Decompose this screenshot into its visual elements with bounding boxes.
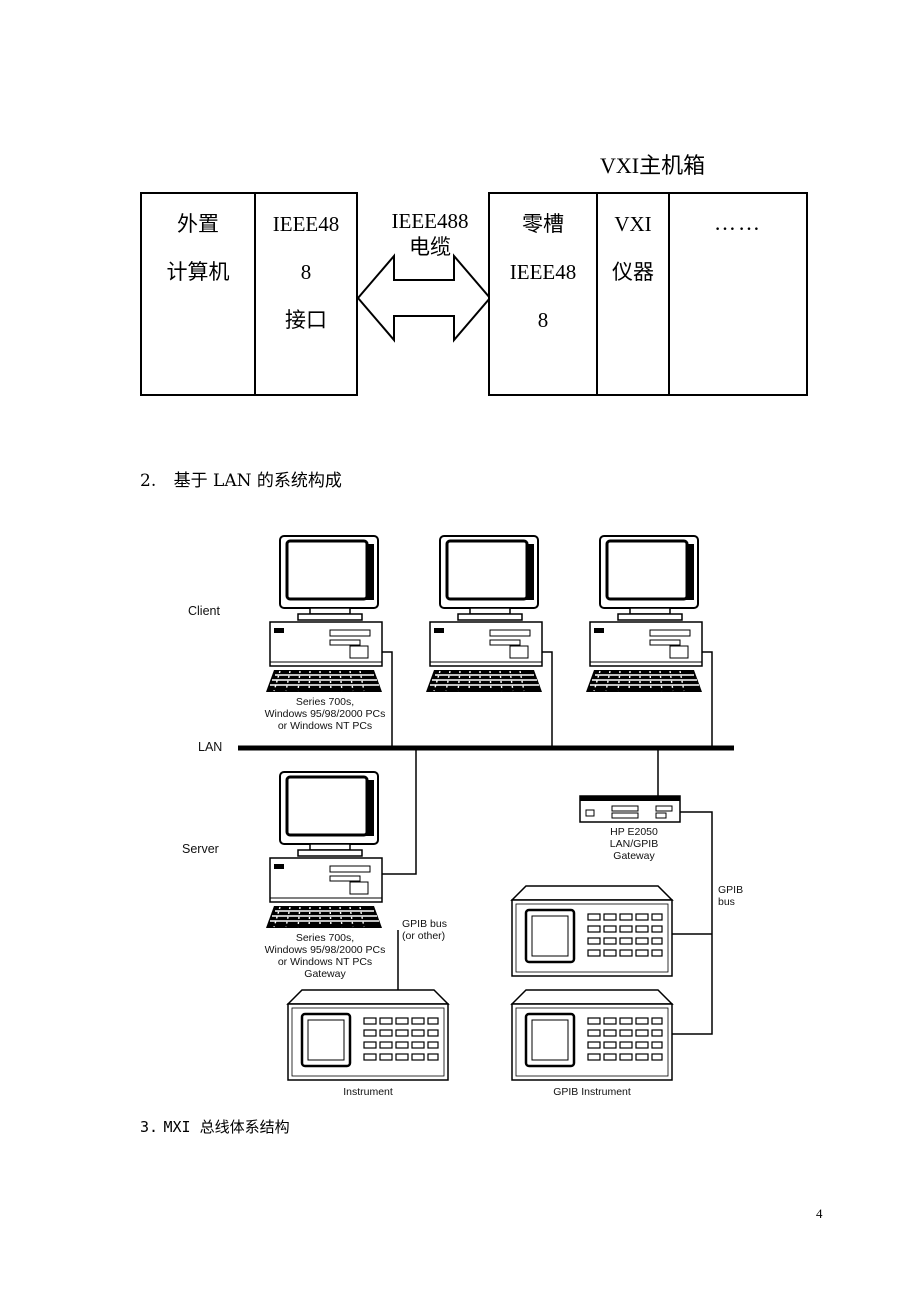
- client-pc-1: [264, 534, 384, 694]
- cable-label: IEEE488 电缆: [380, 208, 480, 260]
- cable-label-line1: IEEE488: [391, 209, 469, 233]
- server-pc: [264, 770, 384, 930]
- client-caption-line2: Windows 95/98/2000 PCs: [264, 708, 386, 720]
- gpib-bus-other-line2: (or other): [402, 930, 446, 942]
- client-caption-line3: or Windows NT PCs: [277, 720, 373, 732]
- section3-number: 3.: [140, 1118, 159, 1136]
- gpib-bus-line2: bus: [718, 896, 735, 908]
- server-instrument: [286, 988, 450, 1082]
- slot0-box: 零槽 IEEE48 8: [488, 192, 598, 396]
- client-caption: Series 700s, Windows 95/98/2000 PCs or W…: [245, 696, 405, 732]
- gpib-bus-other-label: GPIB bus (or other): [402, 918, 447, 942]
- server-caption: Series 700s, Windows 95/98/2000 PCs or W…: [245, 932, 405, 980]
- gpib-bus-line1: GPIB: [718, 884, 744, 896]
- section2-title: 基于 LAN 的系统构成: [173, 471, 342, 491]
- gateway-caption-line3: Gateway: [613, 850, 655, 862]
- section2-number: 2.: [140, 471, 157, 491]
- external-computer-line2: 计算机: [166, 260, 230, 284]
- lan-gpib-gateway: [579, 795, 681, 823]
- external-computer-box: 外置 计算机: [140, 192, 256, 396]
- instrument-caption: Instrument: [343, 1086, 393, 1098]
- gpib-instrument-upper: [510, 884, 674, 978]
- page-number: 4: [816, 1206, 823, 1221]
- slot0-line1: 零槽: [522, 212, 564, 236]
- section2-heading: 2. 基于 LAN 的系统构成: [140, 466, 342, 491]
- server-label: Server: [182, 842, 219, 856]
- external-computer-line1: 外置: [177, 212, 219, 236]
- server-caption-line4: Gateway: [304, 968, 346, 980]
- gateway-caption: HP E2050 LAN/GPIB Gateway: [594, 826, 674, 862]
- gateway-caption-line2: LAN/GPIB: [609, 838, 659, 850]
- interface-line3: 接口: [285, 308, 327, 332]
- slot0-line2: IEEE48: [509, 260, 577, 284]
- gpib-instrument-lower: [510, 988, 674, 1082]
- vxi-instrument-line2: 仪器: [612, 260, 654, 284]
- gpib-bus-label: GPIB bus: [718, 884, 743, 908]
- section3-heading: 3. MXI 总线体系结构: [140, 1116, 290, 1137]
- client-pc-2: [424, 534, 544, 694]
- cable-label-line2: 电缆: [409, 235, 451, 259]
- ieee488-interface-box: IEEE48 8 接口: [254, 192, 358, 396]
- lan-label: LAN: [198, 740, 223, 754]
- server-caption-line1: Series 700s,: [295, 932, 355, 944]
- more-instruments-box: ……: [668, 192, 808, 396]
- interface-line2: 8: [300, 260, 312, 284]
- vxi-chassis-title: VXI主机箱: [600, 153, 706, 178]
- section3-title: MXI 总线体系结构: [163, 1118, 290, 1136]
- gpib-bus-other-line1: GPIB bus: [402, 918, 447, 930]
- client-pc-3: [584, 534, 704, 694]
- server-caption-line2: Windows 95/98/2000 PCs: [264, 944, 386, 956]
- server-caption-line3: or Windows NT PCs: [277, 956, 373, 968]
- interface-line1: IEEE48: [272, 212, 340, 236]
- client-caption-line1: Series 700s,: [295, 696, 355, 708]
- vxi-instrument-line1: VXI: [614, 212, 652, 236]
- client-label: Client: [188, 604, 220, 618]
- slot0-line3: 8: [537, 308, 549, 332]
- ellipsis: ……: [714, 210, 762, 235]
- gateway-caption-line1: HP E2050: [610, 826, 658, 838]
- gpib-instrument-caption: GPIB Instrument: [553, 1086, 631, 1098]
